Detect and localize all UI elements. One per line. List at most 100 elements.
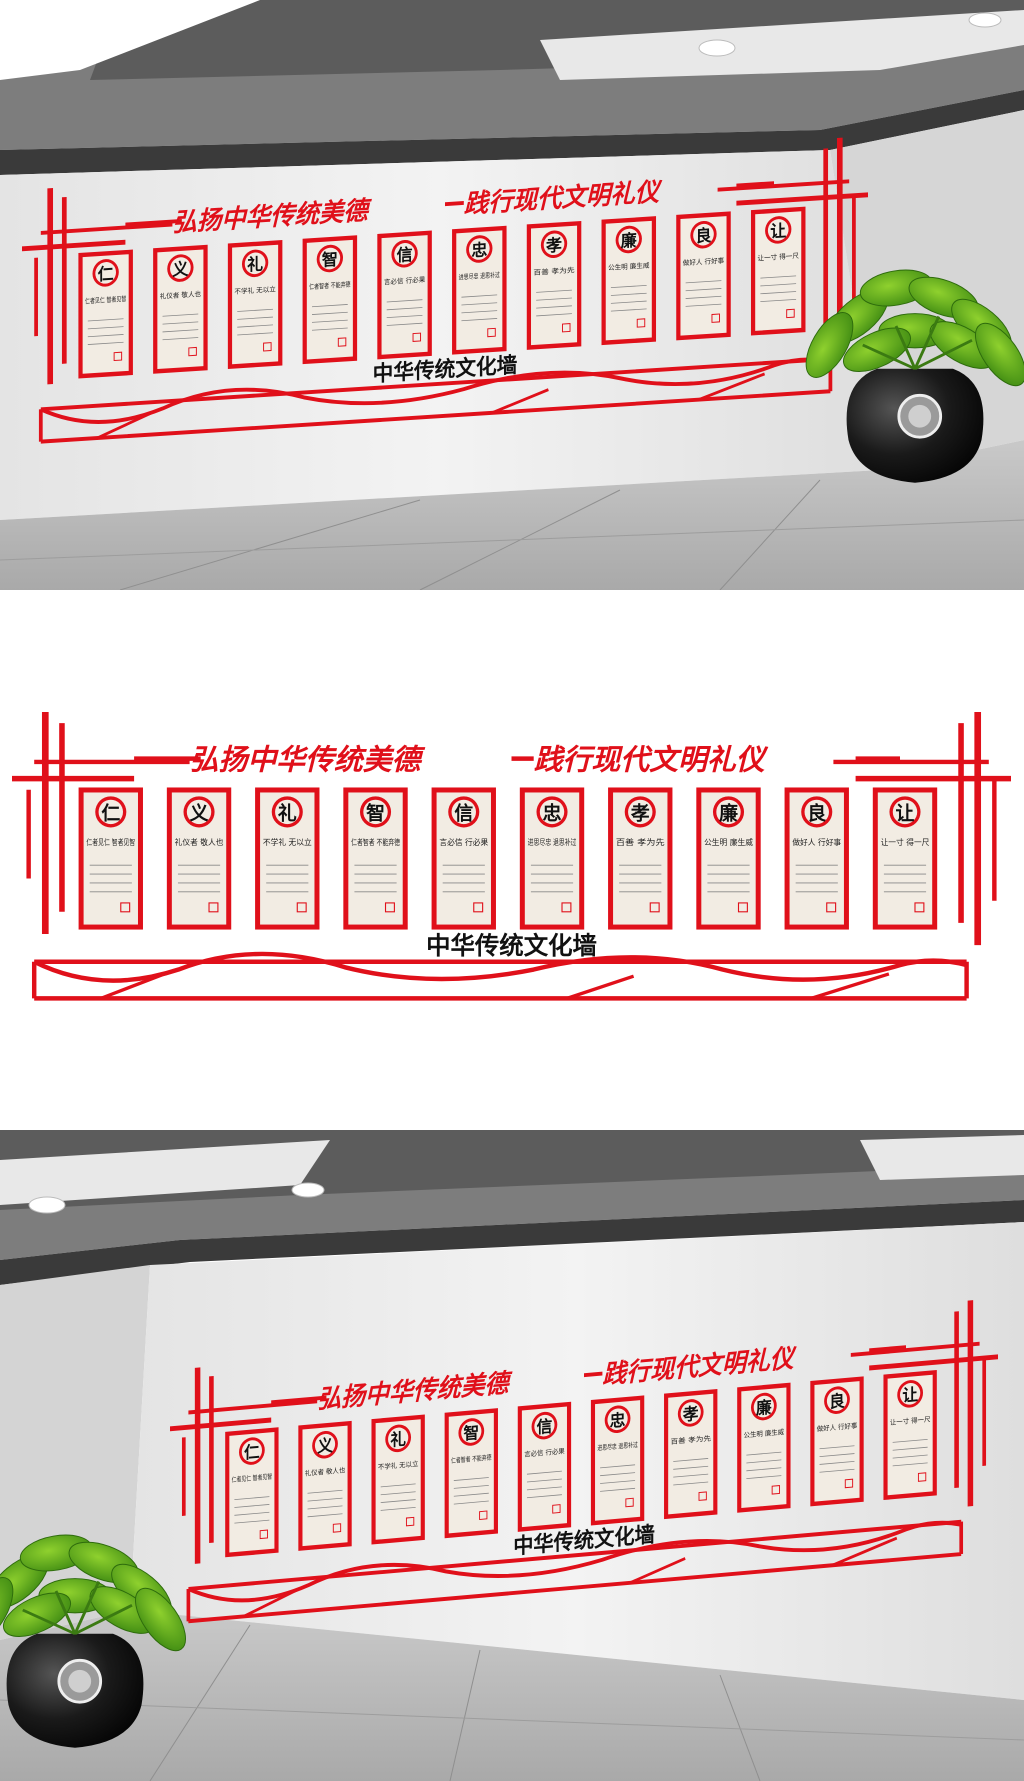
panel-verse: 公生明 廉生威	[608, 260, 650, 272]
base-wave	[39, 357, 831, 424]
panel-char-badge-inner	[753, 1395, 774, 1418]
panel-character: 让	[770, 221, 786, 241]
panel-char-badge-inner	[388, 1427, 409, 1450]
panel-character: 让	[896, 803, 915, 825]
panel-text-line	[234, 1504, 270, 1508]
panel-text-line	[461, 302, 498, 306]
panel-text-line	[307, 1489, 343, 1494]
panel-text-line	[386, 322, 423, 326]
plant-group	[0, 1534, 186, 1748]
panel-char-badge-inner	[170, 257, 191, 279]
panel-character: 忠	[471, 240, 487, 260]
panel-character: 廉	[756, 1397, 772, 1418]
panel-char-badge-inner	[680, 1402, 701, 1424]
panel-character: 孝	[682, 1404, 699, 1425]
panel-seal	[771, 1485, 780, 1495]
panel-verse: 让一寸 得一尺	[890, 1414, 931, 1427]
virtue-panel: 孝百善 孝为先	[664, 1389, 718, 1520]
panel-character: 礼	[247, 254, 263, 274]
panel-character: 礼	[390, 1429, 406, 1450]
panel-text-line	[526, 1494, 562, 1499]
panel-text-line	[380, 1499, 416, 1503]
panel-text-line	[746, 1467, 782, 1472]
panel-text-line	[526, 1478, 562, 1483]
panel-text-line	[760, 298, 797, 303]
panel-text-line	[892, 1454, 928, 1459]
red-frame-lines: 弘扬中华传统美德践行现代文明礼仪	[22, 137, 869, 385]
panel-character: 信	[454, 802, 473, 825]
room-scene-top: 弘扬中华传统美德践行现代文明礼仪仁仁者见仁 智者见智义礼仪者 敬人也礼不学礼 无…	[0, 0, 1024, 591]
panel-seal	[473, 902, 484, 913]
panel-text-line	[380, 1507, 416, 1511]
panel-seal	[625, 1497, 634, 1508]
panel-char-badge-inner	[693, 223, 714, 246]
panel-char-badge-inner	[314, 1433, 336, 1456]
frame-line	[717, 179, 850, 192]
panel-text-line	[237, 316, 273, 320]
frame-line	[170, 1417, 272, 1432]
plant-leaf	[135, 1587, 186, 1652]
panel-verse: 百善 孝为先	[670, 1433, 711, 1446]
plant-leaf	[0, 1577, 14, 1643]
panel-char-badge-inner	[534, 1414, 555, 1437]
panel-seal	[479, 1510, 488, 1521]
panel-char-badge-inner	[98, 799, 123, 825]
panel-char-badge-inner	[394, 242, 415, 265]
panel-verse: 言必信 行必果	[439, 837, 488, 847]
base-slants	[243, 1536, 898, 1618]
slogan-left: 弘扬中华传统美德	[190, 743, 426, 777]
base-wave	[187, 1520, 962, 1603]
panel-text-line	[234, 1496, 270, 1501]
panel-text-line	[386, 307, 423, 311]
panel-text-line	[307, 1497, 343, 1502]
panel-character: 孝	[545, 235, 562, 255]
panel-seal	[826, 902, 837, 913]
panel-character: 智	[322, 250, 338, 270]
panel-verse: 不学礼 无以立	[263, 837, 312, 847]
panel-char-badge-inner	[275, 799, 300, 825]
panel-char-badge-inner	[186, 799, 212, 825]
frame-line	[445, 200, 464, 207]
potted-plant-right	[805, 269, 1024, 483]
panel-seal	[337, 337, 347, 347]
red-base-waves	[38, 356, 833, 444]
frame-line	[40, 222, 173, 235]
panel-seal	[786, 308, 795, 319]
panel-text-line	[237, 324, 273, 328]
panel-char-badge-inner	[804, 799, 829, 825]
panel-text-line	[760, 283, 797, 287]
panel-seal	[649, 902, 660, 913]
red-base-waves	[31, 951, 969, 1001]
panel-verse: 进思尽忠 退思补过	[459, 270, 501, 282]
panel-char-badge-inner	[826, 1389, 848, 1412]
virtue-panel: 孝百善 孝为先	[608, 787, 673, 930]
panel-verse: 百善 孝为先	[616, 837, 665, 847]
panel-seal	[711, 313, 720, 323]
panel-text-line	[610, 308, 647, 312]
panel-char-badge-inner	[716, 799, 741, 825]
panel-char-badge-inner	[241, 1440, 263, 1462]
panel-verse: 礼仪者 敬人也	[175, 837, 224, 847]
plant-leaf	[3, 1592, 71, 1637]
plant-stems	[22, 1580, 133, 1636]
panel-character: 智	[366, 802, 385, 825]
panel-text-line	[162, 321, 199, 325]
frame-line	[584, 1371, 603, 1378]
frame-line	[188, 1399, 318, 1415]
frame-line	[869, 1354, 999, 1371]
panel-text-line	[536, 313, 572, 317]
panel-seal	[917, 1472, 927, 1482]
panel-verse: 仁者智者 不能弃德	[309, 279, 351, 291]
